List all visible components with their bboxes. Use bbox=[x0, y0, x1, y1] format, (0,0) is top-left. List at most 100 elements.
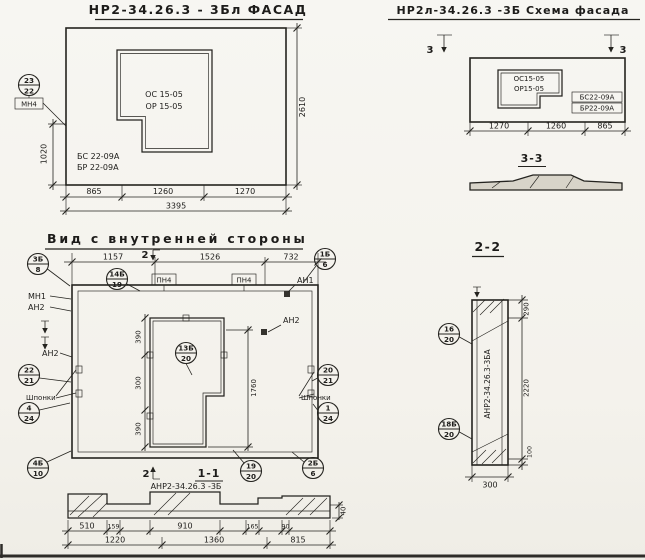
inner-left-labels: МН1 АН2 АН2 22 21 Шпонки 4 24 bbox=[17, 292, 77, 425]
facade-callout: 23 22 МН4 bbox=[14, 73, 67, 127]
dim-label: 1270 bbox=[489, 122, 509, 131]
callout-top-value: 20 bbox=[323, 366, 333, 375]
callout-top-value: 18Б bbox=[441, 420, 456, 429]
schema-dimensions: 1270 1260 865 bbox=[464, 122, 631, 136]
inner-center-callout: 13Б 20 bbox=[174, 341, 198, 376]
inner-right-labels: АН2 20 21 Шпонки 1 24 bbox=[267, 316, 340, 425]
section-mark-3: 3 bbox=[620, 45, 627, 56]
dim-label: 40 bbox=[340, 507, 348, 516]
section-3-marks: 3 3 bbox=[427, 34, 627, 56]
dim-label-total: 3395 bbox=[166, 202, 186, 211]
dim-label: 865 bbox=[86, 187, 101, 196]
dim-label: 1360 bbox=[204, 536, 224, 545]
callout-top-value: 1 bbox=[325, 404, 330, 413]
callout-top-value: 16 bbox=[444, 325, 454, 334]
dowels-label: Шпонки bbox=[26, 394, 56, 402]
callout-bottom-value: 24 bbox=[323, 414, 333, 423]
section-3-3-view: 3-3 bbox=[469, 152, 623, 191]
inner-panel-outline bbox=[71, 284, 319, 459]
dim-label: 732 bbox=[283, 253, 298, 262]
anchor-flag-label: МН4 bbox=[21, 101, 37, 109]
schema-panel-label-2: БР22-09А bbox=[580, 105, 614, 113]
dim-label: 100 bbox=[527, 446, 534, 458]
callout-bottom-value: 24 bbox=[24, 414, 34, 423]
section-mark-2: 2 bbox=[142, 250, 149, 261]
callout-bottom-value: 19 bbox=[112, 280, 122, 289]
dim-label: 390 bbox=[135, 330, 143, 343]
dim-label: 1260 bbox=[153, 187, 173, 196]
callout-top-value: 14Б bbox=[109, 270, 124, 279]
schema-panel-outline bbox=[469, 57, 626, 123]
callout-bottom-value: 20 bbox=[444, 335, 454, 344]
dim-label: 90 bbox=[281, 524, 289, 531]
anchor-label-an2: АН2 bbox=[283, 316, 300, 325]
callout-top-value: 23 bbox=[24, 76, 34, 85]
schema-view: НР2л-34.26.3 -3Б Схема фасада 3 3 ОС15-0… bbox=[388, 4, 640, 191]
section-2-2-callouts: 16 20 18Б 20 bbox=[437, 322, 473, 441]
schema-opening-label-2: ОР15-05 bbox=[514, 85, 544, 93]
dim-label: 1220 bbox=[105, 536, 125, 545]
dim-label: 1526 bbox=[200, 253, 220, 262]
anchor-label-an2: АН2 bbox=[28, 303, 45, 312]
dim-label: 2220 bbox=[523, 379, 531, 397]
callout-top-value: 3Б bbox=[33, 255, 43, 264]
dim-label: 1157 bbox=[103, 253, 123, 262]
inner-top-dimensions: 1157 1526 732 2 bbox=[64, 249, 326, 285]
section-3-3-title: 3-3 bbox=[521, 152, 544, 165]
section-mark-2: 2 bbox=[143, 469, 150, 480]
callout-bottom-value: 6 bbox=[310, 469, 315, 478]
callout-top-value: 13Б bbox=[178, 344, 193, 353]
facade-panel-outline bbox=[65, 27, 287, 186]
inner-corner-callouts: 3Б 8 1Б 6 4Б 10 2Б 6 19 20 bbox=[26, 247, 337, 483]
section-2-2-dimensions: 290 2220 100 300 bbox=[465, 295, 534, 490]
dim-label: 165 bbox=[246, 524, 258, 531]
callout-bottom-value: 20 bbox=[246, 472, 256, 481]
callout-bottom-value: 21 bbox=[24, 376, 34, 385]
inner-top-labels: 14Б 19 ПН4 ПН4 АН1 bbox=[105, 267, 314, 293]
anchor-label-an2: АН2 bbox=[42, 349, 59, 358]
callout-bottom-value: 10 bbox=[33, 469, 43, 478]
callout-top-value: 4Б bbox=[33, 459, 43, 468]
sheet-frame bbox=[0, 544, 645, 558]
callout-bottom-value: 6 bbox=[322, 260, 327, 269]
section-2-2-label: АНР2-34.26.3-3БА bbox=[483, 349, 492, 419]
anchor-label-an1: АН1 bbox=[297, 276, 314, 285]
dowels-label: Шпонки bbox=[301, 394, 331, 402]
facade-dimensions: 865 1260 1270 3395 2610 1020 bbox=[40, 23, 307, 216]
dim-label: 865 bbox=[597, 122, 612, 131]
facade-title: НР2-34.26.3 - 3Бл ФАСАД bbox=[89, 2, 308, 17]
inner-title: Вид с внутренней стороны bbox=[47, 231, 308, 246]
dim-label-height: 2610 bbox=[298, 97, 307, 117]
facade-labels: ОС 15-05 ОР 15-05 БС 22-09А БР 22-09А bbox=[77, 90, 183, 172]
dim-label: 510 bbox=[79, 522, 94, 531]
section-1-1-profile bbox=[67, 491, 331, 519]
facade-panel-label-1: БС 22-09А bbox=[77, 152, 120, 161]
callout-bottom-value: 20 bbox=[181, 354, 191, 363]
dim-label-left: 1020 bbox=[40, 144, 49, 164]
dim-label: 1270 bbox=[235, 187, 255, 196]
anchor-flag-label: ПН4 bbox=[157, 277, 173, 285]
callout-bottom-value: 21 bbox=[323, 376, 333, 385]
section-2-2-title: 2-2 bbox=[474, 239, 501, 254]
dim-label: 1260 bbox=[546, 122, 566, 131]
section-2-2-view: 2-2 АНР2-34.26.3-3БА 16 20 18Б 20 bbox=[437, 239, 534, 490]
schema-panel-label-1: БС22-09А bbox=[580, 94, 615, 102]
dim-label: 390 bbox=[135, 422, 143, 435]
section-1-1-title: 1-1 bbox=[198, 467, 221, 480]
dim-label: 1760 bbox=[250, 379, 258, 397]
dim-label: 300 bbox=[135, 376, 143, 389]
facade-opening-label-1: ОС 15-05 bbox=[145, 90, 183, 99]
dim-label: 159 bbox=[107, 524, 119, 531]
anchor-label-mn1: МН1 bbox=[28, 292, 46, 301]
callout-bottom-value: 22 bbox=[24, 87, 34, 96]
section-1-1-view: АНР2-34.26.3 -3Б bbox=[62, 482, 348, 550]
callout-top-value: 22 bbox=[24, 366, 34, 375]
callout-bottom-value: 8 bbox=[35, 265, 40, 274]
section-mark-3: 3 bbox=[427, 45, 434, 56]
callout-bottom-value: 20 bbox=[444, 430, 454, 439]
dim-label: 290 bbox=[523, 302, 531, 315]
facade-opening-label-2: ОР 15-05 bbox=[146, 102, 183, 111]
section-1-1-label: АНР2-34.26.3 -3Б bbox=[151, 482, 222, 491]
inner-bottom-marks: 2 1-1 bbox=[143, 466, 223, 482]
